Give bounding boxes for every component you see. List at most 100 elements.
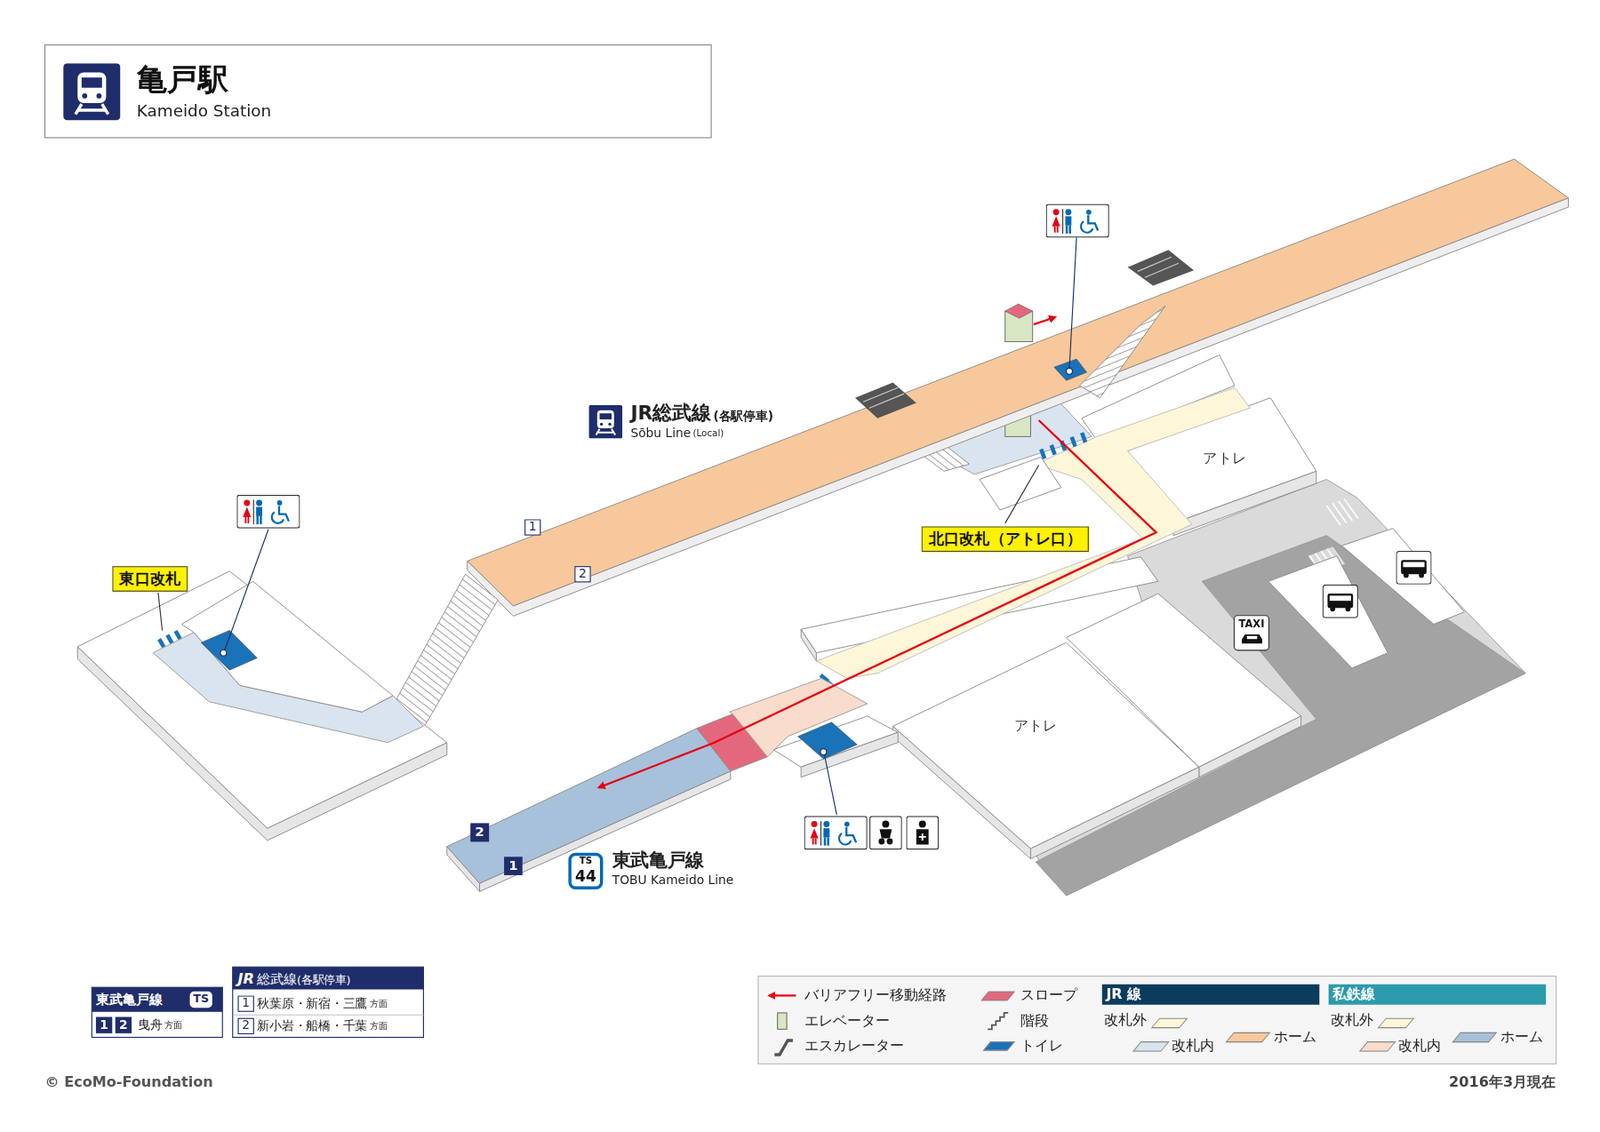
title-frame — [45, 45, 712, 138]
facility-icons-part — [906, 816, 939, 850]
ticket-gates-part — [1080, 432, 1088, 443]
road-area-part — [1323, 498, 1360, 527]
legend-text: ホーム — [1500, 1028, 1544, 1046]
road-area-part — [1268, 556, 1388, 669]
direction-note: 方面 — [369, 999, 389, 1010]
platform-number-text: 1 — [99, 1018, 109, 1033]
table-header-text: 東武亀戸線 — [96, 992, 163, 1008]
legend-text: 改札外 — [1330, 1011, 1374, 1029]
leader-lines-part — [1005, 464, 1040, 523]
platform-number: 2 — [574, 566, 591, 583]
station-number-badge-text: 44 — [571, 867, 600, 887]
table-header: JR総武線(各駅停車) — [232, 967, 424, 990]
atre-building-part — [800, 629, 816, 662]
jr-platform-part — [467, 159, 1569, 607]
direction-note: 方面 — [164, 1020, 184, 1032]
facility-icons-part — [870, 816, 903, 850]
legend-text: ホーム — [1273, 1028, 1317, 1046]
title-frame-part — [63, 63, 120, 120]
table-header: 東武亀戸線 TS — [91, 987, 223, 1013]
facility-icons-part — [1396, 551, 1432, 584]
jr-platform-part — [1054, 359, 1088, 381]
east-gate-area-part — [165, 633, 174, 644]
gate-callout-text: 北口改札（アトレ口） — [928, 529, 1082, 549]
ticket-gates-part — [1039, 448, 1047, 460]
gate-callout-text: 東口改札 — [119, 569, 181, 589]
gate-callout: 東口改札 — [112, 566, 188, 592]
legend-heading: JR 線 — [1105, 985, 1142, 1003]
car-icon — [1239, 632, 1264, 648]
east-gate-area-part — [157, 638, 166, 648]
facility-icons-part — [1046, 204, 1109, 238]
ticket-gates-part — [1049, 444, 1057, 456]
atre-building-part — [1199, 716, 1302, 778]
station-number-badge-text: TS — [571, 856, 600, 868]
platform-number: 2 — [115, 1017, 132, 1034]
barrier-free-route-part — [599, 420, 1157, 788]
destination: 曳舟 — [137, 1018, 163, 1034]
line-name-note: (Local) — [692, 428, 724, 440]
platform-number-text: 2 — [119, 1018, 128, 1033]
line-tables-part — [91, 987, 223, 1038]
ticket-gates-part — [1070, 436, 1078, 448]
jr-platform-part — [855, 382, 917, 418]
legend-samples-part — [769, 994, 797, 997]
line-tables — [91, 967, 424, 1038]
jr-platform-part — [1127, 249, 1194, 286]
tobu-area — [447, 678, 898, 892]
facility-icons-part — [804, 816, 867, 850]
platform-number: 1 — [504, 856, 523, 876]
legend-samples-part — [987, 1013, 1008, 1030]
legend-frame-part — [758, 976, 1557, 1065]
east-gate-area-part — [77, 571, 448, 829]
leader-lines-part — [820, 749, 827, 756]
platform-number: 2 — [470, 823, 489, 842]
legend-samples — [769, 995, 1009, 1056]
line-badge-text: TS — [192, 992, 209, 1007]
platform-number: 1 — [237, 995, 254, 1012]
line-name-note: (各駅停車) — [712, 408, 774, 424]
stairs — [393, 574, 498, 727]
east-gate-area — [77, 571, 448, 841]
car-window — [1246, 636, 1256, 640]
title-frame-part — [45, 45, 712, 138]
east-gate-area-part — [173, 630, 182, 640]
line-name: 東武亀戸線 — [612, 848, 704, 872]
atre-building-part — [1030, 767, 1199, 859]
line-name-en: TOBU Kameido Line — [612, 873, 734, 889]
jr-platform-part — [1033, 317, 1056, 325]
platform-number-text: 1 — [241, 995, 250, 1010]
table-header-text: JR — [237, 970, 254, 987]
legend-frame — [758, 976, 1557, 1065]
platform-number-text: 2 — [474, 824, 484, 840]
station-number-badge: TS44 — [568, 853, 603, 890]
tobu-area-part — [447, 728, 731, 884]
atre-building-part — [892, 726, 1031, 859]
line-name-en: Sōbu Line — [630, 426, 691, 442]
leader-lines-part — [220, 649, 227, 656]
building-label: アトレ — [1202, 449, 1246, 469]
facility-icons-part — [1322, 584, 1358, 618]
destination: 秋葉原・新宿・三鷹 — [256, 997, 368, 1013]
leader-lines-part — [158, 592, 163, 631]
legend-frame-part — [1328, 984, 1547, 1006]
building-label: アトレ — [1014, 717, 1057, 736]
gate-callout: 北口改札（アトレ口） — [921, 526, 1089, 552]
line-tables-part — [232, 967, 424, 1038]
legend-text: 改札外 — [1104, 1011, 1147, 1029]
legend-frame-part — [1102, 984, 1320, 1006]
subtitle: Kameido Station — [136, 101, 272, 121]
taxi-icon-text: TAXI — [1238, 618, 1264, 631]
platform-number-text: 2 — [241, 1018, 250, 1033]
barrier-free-route — [599, 420, 1157, 788]
leader-lines-part — [824, 754, 838, 816]
leader-lines-part — [1069, 237, 1077, 368]
building-label-text: アトレ — [1202, 449, 1246, 466]
legend-heading: 私鉄線 — [1332, 985, 1376, 1003]
facility-icons — [237, 204, 1432, 850]
building-label-text: アトレ — [1014, 717, 1057, 734]
jr-platform-part — [863, 387, 904, 408]
table-header-text: 総武線 — [256, 971, 297, 987]
